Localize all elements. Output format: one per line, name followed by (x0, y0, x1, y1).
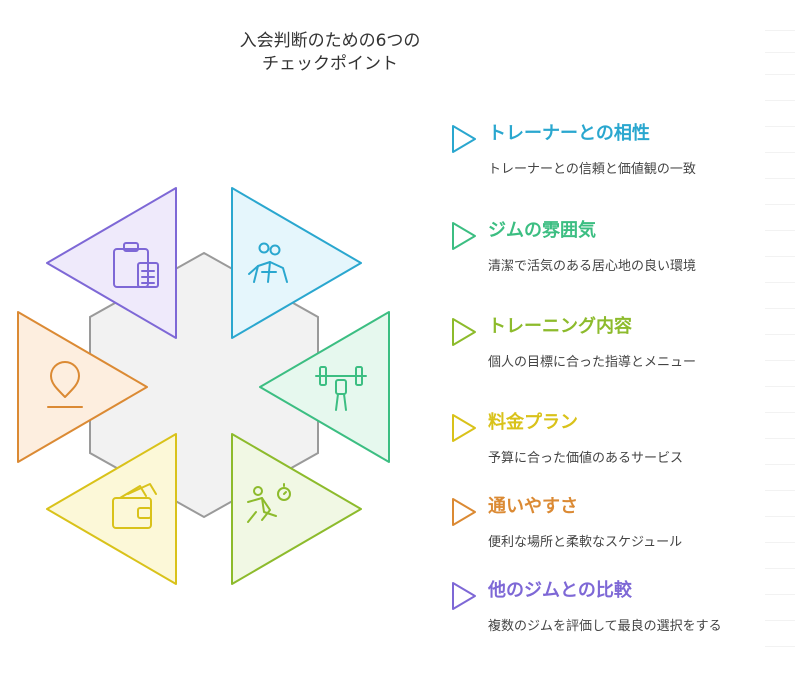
checkpoint-heading: トレーナーとの相性 (488, 123, 650, 144)
hexagon-diagram (17, 187, 390, 585)
play-triangle-icon (452, 582, 476, 610)
checkpoint-heading: 料金プラン (488, 412, 578, 433)
checkpoint-heading: 通いやすさ (488, 496, 578, 517)
checkpoint-description: 複数のジムを評価して最良の選択をする (488, 619, 722, 634)
segment-atmosphere (231, 433, 362, 585)
segment-compare (46, 187, 177, 339)
checkpoint-description: 清潔で活気のある居心地の良い環境 (488, 259, 697, 274)
checkpoint-description: トレーナーとの信頼と価値観の一致 (488, 162, 696, 177)
trainer-icon (248, 242, 288, 283)
play-triangle-icon (452, 222, 476, 250)
play-triangle-icon (452, 414, 476, 442)
wallet-icon (112, 483, 157, 529)
diagram-title: 入会判断のための6つの チェックポイント (220, 30, 440, 76)
segment-price (46, 433, 177, 585)
checkpoint-heading: 他のジムとの比較 (488, 580, 632, 601)
play-triangle-icon (452, 125, 476, 153)
checkpoint-description: 便利な場所と柔軟なスケジュール (488, 535, 683, 550)
play-triangle-icon (452, 498, 476, 526)
checkpoint-description: 予算に合った価値のあるサービス (488, 451, 684, 466)
segment-access (17, 311, 148, 463)
checkpoint-heading: トレーニング内容 (488, 316, 632, 337)
background-rules (765, 0, 795, 681)
segment-trainer (231, 187, 362, 339)
clipboard-icon (113, 242, 159, 288)
title-line-2: チェックポイント (262, 54, 398, 74)
barbell-icon (315, 366, 367, 411)
location-pin-icon (47, 361, 83, 408)
checkpoint-description: 個人の目標に合った指導とメニュー (488, 355, 697, 370)
play-triangle-icon (452, 318, 476, 346)
checkpoint-heading: ジムの雰囲気 (488, 220, 596, 241)
gym-atmosphere-icon (247, 483, 291, 523)
title-line-1: 入会判断のための6つの (239, 31, 421, 51)
segment-training (259, 311, 390, 463)
